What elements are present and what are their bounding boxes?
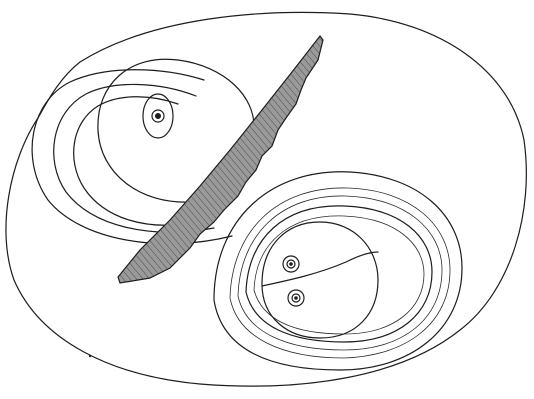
divided-cell-outline xyxy=(262,222,378,338)
nucleus-upper xyxy=(283,256,299,272)
nucleus-lower xyxy=(288,290,304,306)
right-outer-contour xyxy=(214,172,462,370)
right-contour-5 xyxy=(254,216,424,334)
diagonal-band xyxy=(110,30,330,290)
right-contour-group xyxy=(214,172,462,370)
divided-cell xyxy=(262,222,378,338)
outer-boundary xyxy=(6,12,526,386)
left-contour-group xyxy=(32,59,254,243)
speck xyxy=(89,355,91,357)
upper-nucleus xyxy=(143,94,173,138)
right-contour-4 xyxy=(246,206,432,342)
dividing-line xyxy=(262,252,378,286)
right-contour-3 xyxy=(238,196,442,350)
left-contour-3 xyxy=(74,97,198,225)
